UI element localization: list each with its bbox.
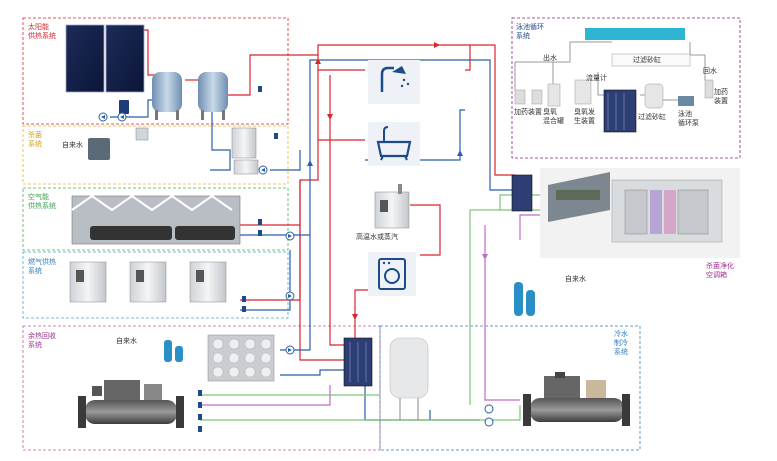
- sterilize-region: [22, 125, 289, 185]
- chiller-region: [379, 325, 641, 451]
- gas-boilers: [69, 261, 227, 303]
- sand-filter-mid-label: 过滤砂缸: [638, 113, 666, 121]
- solar-panels: [65, 24, 145, 114]
- pool-region: [511, 17, 741, 159]
- air-source-heat-pumps: [71, 194, 241, 245]
- chiller-system-label: 冷水 制冷 系统: [614, 330, 628, 356]
- cooling-tower: [389, 337, 429, 420]
- purple-pipes: [200, 214, 540, 406]
- valves: [198, 86, 278, 432]
- tap-water-label-2: 自来水: [116, 337, 137, 345]
- gas-region: [22, 251, 289, 319]
- tap-water-label-1: 自来水: [62, 141, 83, 149]
- recovery-system-label: 余热回收 系统: [28, 332, 56, 349]
- air-energy-system-label: 空气能 供热系统: [28, 193, 56, 210]
- pool-pump-label: 泳池 循环泵: [678, 110, 699, 127]
- water-softeners: [164, 282, 535, 362]
- tap-water-label-3: 自来水: [565, 275, 586, 283]
- flow-meter-label: 流量计: [586, 74, 607, 82]
- sand-filter-top-label: 过滤砂缸: [633, 56, 661, 64]
- bathtub-icon: [368, 122, 420, 166]
- gas-system-label: 燃气供热 系统: [28, 258, 56, 275]
- pump-arrows: [101, 115, 292, 352]
- washing-machine-icon: [368, 252, 416, 296]
- recovery-region: [22, 325, 381, 451]
- shower-icon: [368, 60, 420, 104]
- solar-region: [22, 17, 289, 125]
- hot-water-pipes: [140, 29, 515, 361]
- sterilize-system-label: 杀菌 系统: [28, 131, 42, 148]
- ahu-label: 杀菌净化 空调箱: [706, 262, 734, 279]
- main-chiller: [523, 372, 630, 426]
- ozone-mix-label: 臭氧 混合罐: [543, 108, 564, 125]
- dosing-label-2: 加药 装置: [714, 88, 728, 105]
- solar-storage-tanks: [152, 72, 228, 120]
- hot-water-steam-label: 高温水或蒸汽: [356, 233, 398, 241]
- sterilize-air-handler: [540, 168, 740, 258]
- steam-boiler: [374, 184, 410, 229]
- ozone-gen-label: 臭氧发 生装置: [574, 108, 595, 125]
- green-pipes: [200, 194, 545, 421]
- recovery-chiller: [78, 380, 184, 428]
- pool-equipment: [514, 28, 714, 109]
- air-energy-region: [22, 187, 289, 251]
- solar-system-label: 太阳能 供热系统: [28, 23, 56, 40]
- heat-exchangers: [343, 89, 637, 387]
- heat-recovery-storage-tank: [207, 334, 275, 382]
- return-label: 回水: [703, 67, 717, 75]
- sterilize-devices: [88, 127, 259, 175]
- flow-arrows: [307, 42, 488, 320]
- pool-system-label: 泳池循环 系统: [516, 23, 544, 40]
- outlet-label: 出水: [543, 54, 557, 62]
- dosing-label-1: 加药装置: [514, 108, 542, 116]
